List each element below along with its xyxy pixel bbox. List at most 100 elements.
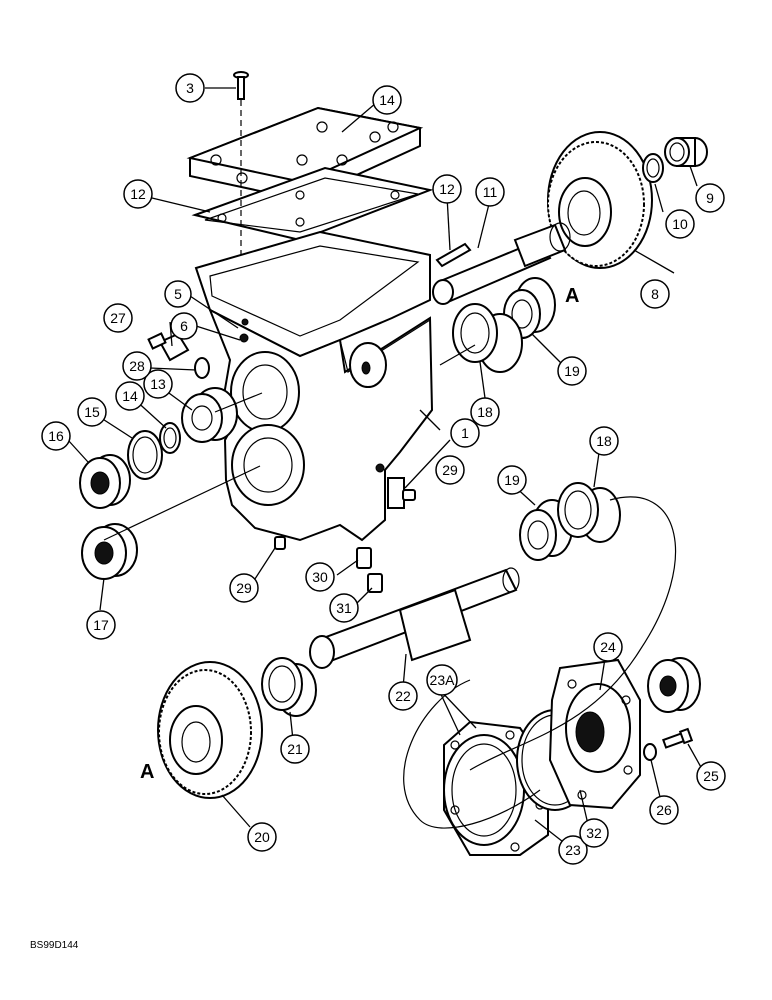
svg-text:31: 31 — [336, 600, 352, 616]
callouts: 3 14 12 5 6 1 8 9 10 11 12 13 14 15 16 1… — [41, 73, 726, 865]
driven-gear-upper — [547, 131, 653, 269]
figure-code: BS99D144 — [30, 940, 79, 951]
svg-text:14: 14 — [379, 92, 395, 108]
svg-text:9: 9 — [706, 190, 714, 206]
cap-screw — [233, 71, 249, 300]
reference-letter-a-lower: A — [140, 761, 154, 783]
breather-plug — [147, 332, 190, 362]
callout: 26 — [649, 795, 679, 825]
callout: 14 — [115, 381, 145, 411]
svg-text:1: 1 — [461, 425, 469, 441]
svg-text:23: 23 — [565, 842, 581, 858]
svg-text:20: 20 — [254, 829, 270, 845]
leader-lines — [67, 87, 703, 846]
input-shaft — [432, 222, 571, 305]
svg-text:11: 11 — [483, 184, 498, 200]
callout: 18 — [470, 397, 500, 427]
svg-text:30: 30 — [312, 569, 328, 585]
callout: 19 — [557, 356, 587, 386]
svg-text:16: 16 — [48, 428, 64, 444]
shaft-key — [435, 242, 472, 268]
callout: 24 — [593, 632, 623, 662]
oil-seal-lower — [81, 523, 138, 580]
svg-text:18: 18 — [596, 433, 612, 449]
reference-letter-a-upper: A — [565, 285, 579, 307]
svg-text:8: 8 — [651, 286, 659, 302]
cover-plate — [186, 106, 424, 202]
callout: 23A — [426, 664, 458, 696]
callout: 27 — [103, 303, 133, 333]
snap-ring-left — [159, 422, 181, 454]
callout: 30 — [305, 562, 335, 592]
callout: 14 — [372, 85, 402, 115]
svg-text:15: 15 — [84, 404, 100, 420]
callout: 9 — [695, 183, 725, 213]
callout: 21 — [280, 734, 310, 764]
svg-text:21: 21 — [287, 741, 303, 757]
callout: 11 — [475, 177, 505, 207]
svg-text:19: 19 — [564, 363, 580, 379]
callout: 17 — [86, 610, 116, 640]
sealing-washer — [194, 357, 210, 379]
callout: 19 — [497, 465, 527, 495]
callout: 5 — [164, 280, 192, 308]
svg-text:32: 32 — [586, 825, 602, 841]
svg-text:17: 17 — [93, 617, 109, 633]
bolt-25 — [662, 727, 694, 749]
tapered-bearing-cone-upper — [503, 277, 556, 339]
svg-text:12: 12 — [130, 186, 146, 202]
svg-text:5: 5 — [174, 286, 182, 302]
svg-text:26: 26 — [656, 802, 672, 818]
callout: 31 — [329, 593, 359, 623]
gasket — [191, 166, 434, 242]
lock-washer — [643, 743, 657, 761]
callout: 32 — [579, 818, 609, 848]
ball-bearing — [181, 387, 238, 443]
gearbox-housing — [194, 230, 434, 542]
svg-text:10: 10 — [672, 216, 688, 232]
housing-cap — [548, 658, 641, 810]
svg-text:12: 12 — [439, 181, 455, 197]
bearing-cup-21 — [261, 657, 317, 717]
svg-text:29: 29 — [236, 580, 252, 596]
callout: 28 — [122, 351, 152, 381]
fitting-30 — [356, 547, 372, 569]
callout: 13 — [143, 369, 173, 399]
callout: 18 — [589, 426, 619, 456]
svg-text:25: 25 — [703, 768, 719, 784]
callout: 12 — [432, 174, 462, 204]
svg-text:27: 27 — [110, 310, 126, 326]
svg-text:24: 24 — [600, 639, 616, 655]
svg-text:29: 29 — [442, 462, 458, 478]
callout: 6 — [170, 312, 198, 340]
assembly-lines — [103, 344, 677, 829]
output-shaft — [309, 567, 520, 669]
pipe-plug-left — [274, 536, 286, 550]
callout: 8 — [640, 279, 670, 309]
callout: 15 — [77, 397, 107, 427]
needle-bearing — [664, 137, 708, 167]
svg-text:22: 22 — [395, 688, 411, 704]
callout: 22 — [388, 681, 418, 711]
svg-text:6: 6 — [180, 318, 188, 334]
svg-text:3: 3 — [186, 80, 194, 96]
fitting-31 — [367, 573, 383, 593]
svg-text:28: 28 — [129, 358, 145, 374]
callout: 1 — [450, 418, 480, 448]
oil-seal-upper — [79, 454, 131, 509]
callout: 23 — [558, 835, 588, 865]
pipe-plug-right — [402, 489, 416, 501]
svg-text:14: 14 — [122, 388, 138, 404]
driven-gear-lower — [157, 661, 263, 799]
oil-seal-right — [647, 657, 701, 713]
retainer-ring — [127, 430, 163, 480]
svg-text:18: 18 — [477, 404, 493, 420]
callout: 20 — [247, 822, 277, 852]
callout: 10 — [665, 209, 695, 239]
callout: 25 — [696, 761, 726, 791]
callout: 16 — [41, 421, 71, 451]
snap-ring-upper — [642, 153, 664, 183]
svg-text:19: 19 — [504, 472, 520, 488]
callout: 12 — [123, 179, 153, 209]
